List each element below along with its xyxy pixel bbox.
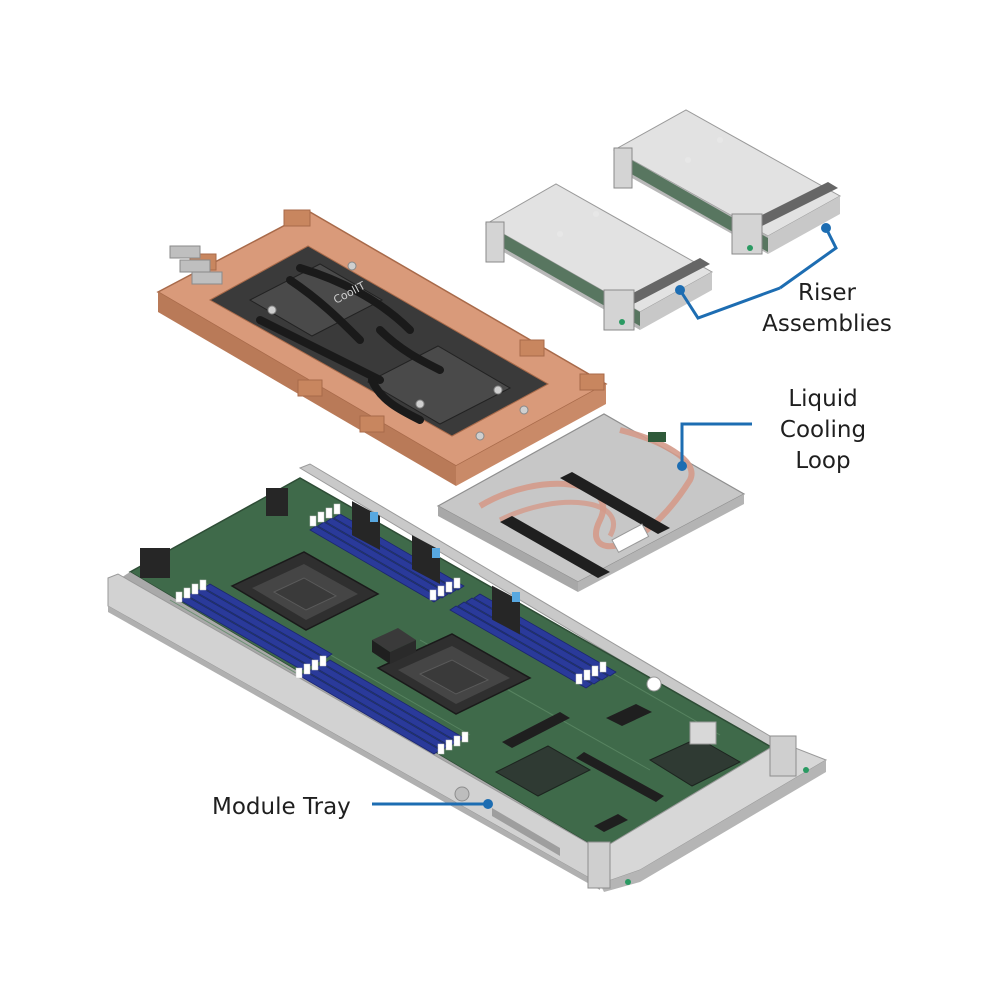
- callout-lines: [372, 227, 838, 806]
- riser-callout-line-2: [779, 227, 838, 290]
- dimm-slots-rear: [309, 503, 617, 689]
- module-tray: [107, 463, 828, 892]
- tray-label-text: Module Tray: [212, 794, 351, 820]
- pch-heatsink: [372, 628, 416, 664]
- cooling-callout-line: [680, 422, 752, 466]
- riser-assemblies-label: Riser Assemblies: [752, 278, 902, 340]
- dimm-slots-left: [175, 579, 469, 755]
- cpu-socket-1: [230, 551, 380, 631]
- module-tray-label: Module Tray: [212, 792, 372, 823]
- riser-label-line2: Assemblies: [762, 311, 892, 337]
- cooling-label-line2: Cooling: [779, 417, 867, 443]
- liquid-cooling-loop-label: Liquid Cooling Loop: [758, 384, 888, 477]
- cpu-socket-2: [376, 633, 532, 715]
- cooling-label-line3: Loop: [795, 448, 851, 474]
- cooling-label-line1: Liquid: [788, 386, 858, 412]
- cold-plate-assembly: CoolIT: [156, 209, 608, 486]
- riser-label-line1: Riser: [798, 280, 856, 306]
- riser-callout-line: [678, 286, 781, 320]
- riser-assembly-2: [612, 109, 842, 255]
- power-connectors: [140, 488, 520, 635]
- liquid-cooling-loop: [436, 413, 746, 592]
- riser-assembly-1: [484, 183, 714, 331]
